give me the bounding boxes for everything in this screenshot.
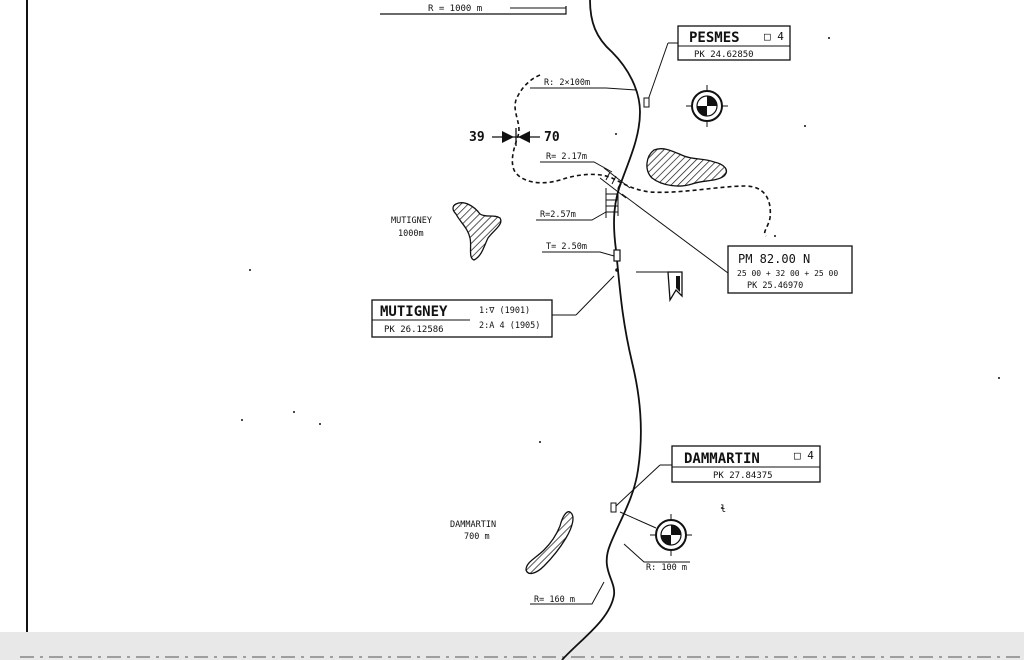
pesmes-station-box: PESMES □ 4 PK 24.62850 [677, 25, 791, 61]
pesmes-symbol: □ 4 [764, 30, 784, 43]
pesmes-pk: PK 24.62850 [694, 50, 754, 60]
mutigney-halt-marker [613, 249, 621, 262]
dammartin-village-shape [525, 511, 574, 575]
bottom-scan-band [0, 632, 1024, 660]
top-radius-label: R = 1000 m [428, 4, 482, 14]
gauge-marker: 39 70 [469, 128, 560, 146]
dammartin-station-pk: PK 27.84375 [713, 471, 773, 481]
pm-spans: 25 00 + 32 00 + 25 00 [737, 269, 838, 278]
viaduct-symbol [599, 167, 631, 218]
dashed-former-line [511, 74, 772, 237]
gauge-left-value: 39 [469, 130, 485, 145]
lake-pesmes [646, 148, 728, 187]
pesmes-name: PESMES [689, 30, 740, 46]
pm-title: PM 82.00 N [738, 252, 810, 266]
dammartin-village-altitude: 700 m [464, 532, 490, 542]
signal-flag-icon [636, 271, 683, 303]
radius-2x100-label: R: 2×100m [544, 78, 590, 88]
gauge-right-value: 70 [544, 130, 560, 145]
mutigney-village-shape [452, 202, 502, 261]
pesmes-station-marker [643, 97, 650, 108]
mutigney-station-name: MUTIGNEY [380, 304, 448, 320]
dammartin-station-name: DAMMARTIN [684, 451, 760, 467]
dammartin-station-box: DAMMARTIN □ 4 PK 27.84375 [671, 445, 821, 483]
dammartin-station-marker [610, 502, 617, 513]
mutigney-note-1: 1:∇ (1901) [479, 306, 530, 316]
mutigney-village-name: MUTIGNEY [391, 216, 432, 226]
pm-leader [621, 193, 733, 277]
pesmes-leader [647, 42, 669, 101]
mutigney-station-box: MUTIGNEY PK 26.12586 1:∇ (1901) 2:A 4 (1… [371, 299, 553, 338]
pesmes-target-icon [686, 85, 728, 127]
radius-160-label: R= 160 m [534, 595, 575, 605]
top-box-fragment [380, 6, 567, 15]
radius-217-label: R= 2.17m [546, 152, 587, 162]
radius-100-label: R: 100 m [646, 563, 687, 573]
pm-pk: PK 25.46970 [747, 281, 803, 291]
dammartin-village-name: DAMMARTIN [450, 520, 496, 530]
radius-257-label: R=2.57m [540, 210, 576, 220]
svg-text:ɬ: ɬ [720, 504, 726, 515]
tangent-250-label: T= 2.50m [546, 242, 587, 252]
mutigney-village-altitude: 1000m [398, 229, 424, 239]
dammartin-leader [615, 464, 661, 507]
railway-track [561, 0, 642, 660]
scan-specks [241, 37, 1000, 443]
pm-box: PM 82.00 N 25 00 + 32 00 + 25 00 PK 25.4… [727, 245, 853, 294]
mutigney-station-pk: PK 26.12586 [384, 325, 444, 335]
mutigney-note-2: 2:A 4 (1905) [479, 321, 540, 331]
dammartin-station-symbol: □ 4 [794, 449, 814, 462]
dammartin-target-icon [650, 514, 692, 556]
